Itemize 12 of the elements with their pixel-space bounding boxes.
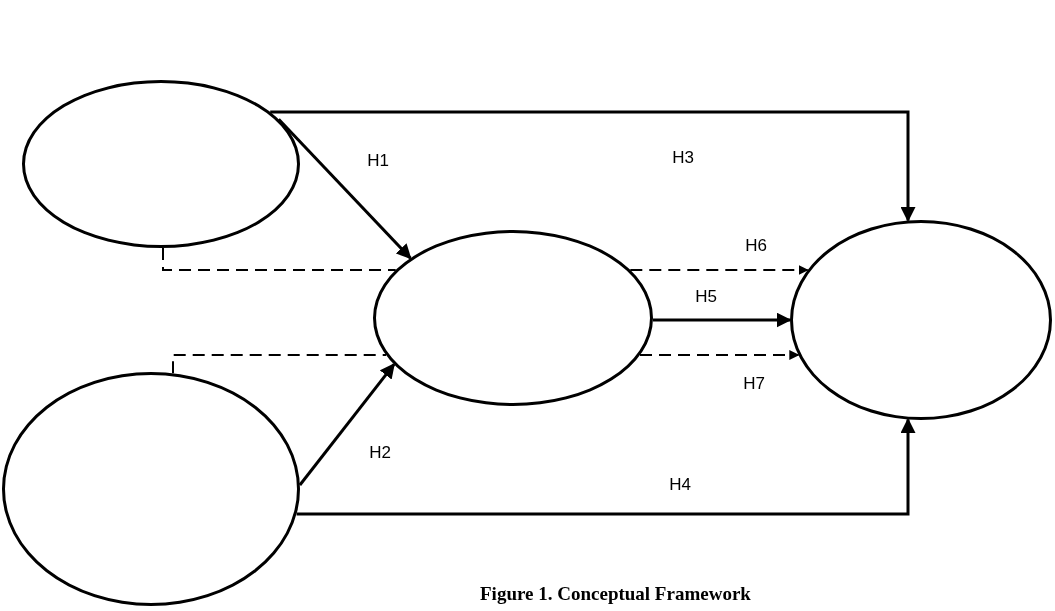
arrow: [298, 363, 396, 486]
arrow: [277, 118, 412, 260]
arrow: [653, 312, 792, 328]
arrow: [639, 350, 800, 360]
arrow: [629, 265, 809, 275]
arrow: [296, 418, 916, 516]
figure-caption: Figure 1. Conceptual Framework: [480, 584, 751, 603]
arrow: [270, 110, 916, 222]
construct-ellipse: [790, 220, 1052, 420]
construct-ellipse: [2, 372, 300, 606]
construct-ellipse: [373, 230, 653, 406]
construct-ellipse: [22, 80, 300, 248]
